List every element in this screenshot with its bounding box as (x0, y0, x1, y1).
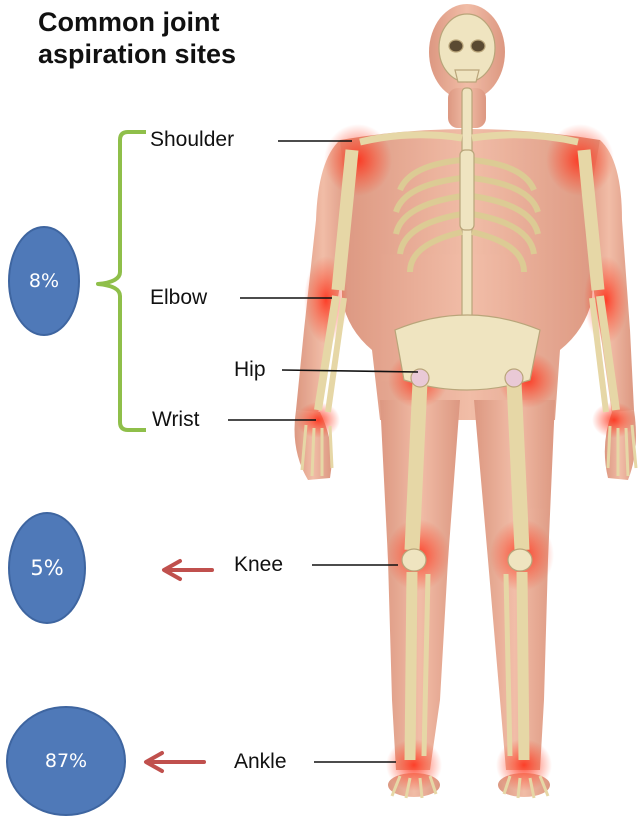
label-elbow: Elbow (150, 286, 207, 310)
label-shoulder: Shoulder (150, 128, 234, 152)
diagram-title: Common joint aspiration sites (38, 6, 338, 70)
percent-bubble-ankle: 87% (6, 706, 126, 816)
knee-arrow-icon (164, 561, 212, 579)
label-ankle: Ankle (234, 750, 287, 774)
title-line-1: Common joint (38, 6, 338, 38)
percent-upper-group-value: 8% (29, 270, 59, 292)
title-line-2: aspiration sites (38, 38, 338, 70)
percent-ankle-value: 87% (45, 750, 87, 772)
percent-knee-value: 5% (30, 556, 63, 580)
label-wrist: Wrist (152, 408, 199, 432)
percent-bubble-knee: 5% (8, 512, 86, 624)
label-knee: Knee (234, 553, 283, 577)
label-hip: Hip (234, 358, 266, 382)
upper-joints-bracket (98, 132, 146, 430)
percent-bubble-upper-group: 8% (8, 226, 80, 336)
ankle-arrow-icon (146, 753, 204, 771)
